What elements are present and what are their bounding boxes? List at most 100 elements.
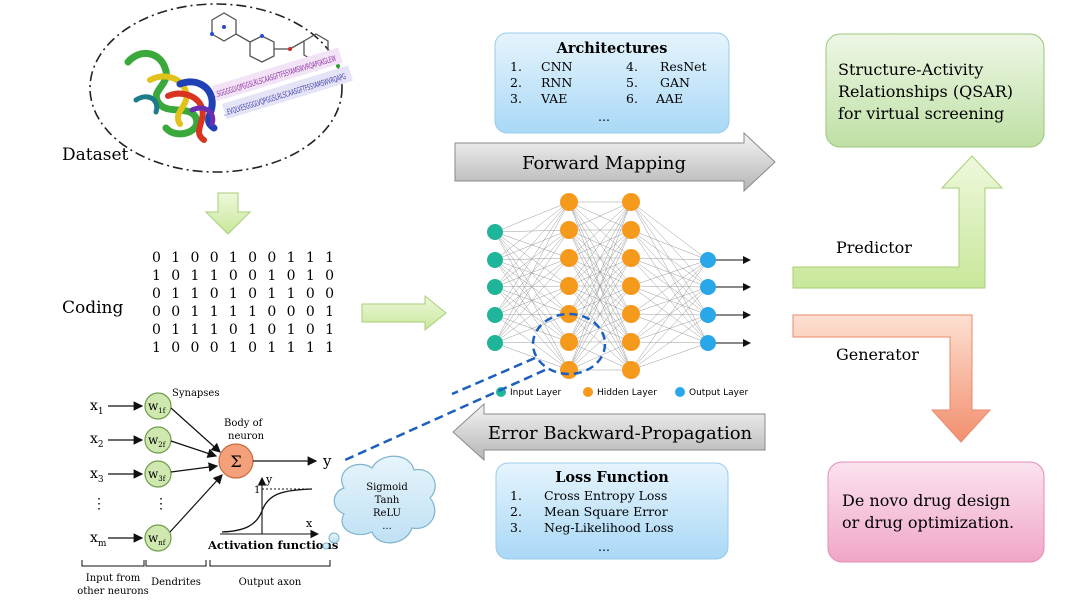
arch-name-5: GAN — [660, 75, 690, 90]
matrix-row-2: 1 0 1 1 0 0 1 0 1 0 — [152, 268, 334, 284]
network-nodes — [487, 193, 716, 379]
input-layer-node — [487, 224, 503, 240]
matrix-row-5: 0 1 1 1 0 1 0 1 0 1 — [152, 322, 334, 338]
network-edge — [568, 257, 632, 371]
network-edge — [568, 229, 632, 371]
loss-function-box: Loss Function 1. Cross Entropy Loss 2. M… — [495, 462, 729, 560]
network-edge — [568, 285, 632, 371]
arch-name-2: RNN — [541, 75, 572, 90]
legend-input-label: Input Layer — [510, 388, 562, 398]
network-edge — [630, 259, 709, 371]
legend-output-dot — [675, 387, 685, 397]
matrix-row-4: 0 0 1 1 1 1 0 0 0 1 — [152, 304, 334, 320]
loss-num-2: 2. — [510, 504, 522, 519]
input-x3: x3 — [90, 466, 104, 485]
cloud-tanh: Tanh — [375, 495, 400, 506]
synapses-label: Synapses — [172, 388, 220, 399]
loss-name-3: Neg-Likelihood Loss — [544, 520, 674, 535]
network-edge — [630, 259, 709, 343]
loss-num-3: 3. — [510, 520, 522, 535]
network-edge — [568, 201, 632, 371]
cloud-more: ... — [382, 521, 392, 532]
graph-one-label: 1 — [254, 485, 260, 496]
network-edge — [494, 201, 570, 261]
network-edge — [630, 259, 709, 315]
cloud-sigmoid: Sigmoid — [366, 482, 408, 493]
arch-more: ... — [598, 109, 610, 124]
graph-x-label: x — [306, 517, 313, 530]
activation-cloud: Sigmoid Tanh ReLU ... — [322, 455, 436, 550]
denovo-box: De novo drug design or drug optimization… — [827, 461, 1045, 563]
denovo-line-1: De novo drug design — [842, 491, 1010, 510]
qsar-line-1: Structure-Activity — [838, 60, 983, 79]
forward-mapping-label: Forward Mapping — [522, 153, 686, 174]
qsar-line-3: for virtual screening — [838, 104, 1004, 123]
network-edge — [494, 201, 570, 316]
hidden1-layer-node — [560, 361, 578, 379]
loss-num-1: 1. — [510, 488, 522, 503]
network-edge — [568, 201, 632, 231]
dataset-label: Dataset — [62, 145, 129, 165]
network-edge — [568, 201, 632, 343]
network-edge — [494, 201, 570, 344]
hidden1-layer-node — [560, 277, 578, 295]
input-x1: x1 — [90, 398, 104, 417]
network-edge — [630, 286, 709, 343]
input-layer-node — [487, 252, 503, 268]
cloud-relu: ReLU — [373, 508, 401, 519]
dataset-to-coding-arrow — [204, 192, 252, 235]
network-edge — [630, 342, 709, 371]
sigmoid-curve — [221, 488, 313, 533]
output-layer-node — [700, 307, 716, 323]
protein-structure-image — [124, 50, 218, 143]
input-layer-node — [487, 307, 503, 323]
network-edge — [630, 229, 709, 288]
activation-functions-label: Activation functions — [207, 538, 338, 552]
weight-w2: w2f — [148, 433, 167, 449]
weight-node-2 — [144, 426, 172, 454]
neural-network: Input Layer Hidden Layer Output Layer — [487, 193, 751, 398]
network-edge — [630, 286, 709, 315]
arch-num-3: 3. — [510, 91, 522, 106]
predictor-label: Predictor — [836, 238, 912, 257]
network-edge — [494, 201, 570, 233]
network-edge — [630, 201, 709, 288]
coding-matrix: 0 1 0 0 1 0 0 1 1 1 1 0 1 1 0 0 1 0 1 0 … — [152, 250, 334, 356]
arch-num-6: 6. — [626, 91, 638, 106]
legend-hidden-dot — [583, 387, 593, 397]
network-edge — [494, 342, 570, 371]
hidden1-layer-node — [560, 221, 578, 239]
matrix-row-6: 1 0 0 0 1 0 1 1 1 1 — [152, 340, 334, 356]
network-edge — [494, 257, 570, 261]
architectures-box: Architectures 1. CNN 2. RNN 3. VAE 4. Re… — [494, 32, 730, 134]
output-axon-label: Output axon — [239, 577, 302, 588]
network-edge — [630, 257, 709, 261]
weight-node-1 — [144, 392, 172, 420]
weight-w3: w3f — [148, 467, 167, 483]
input-xm: xm — [90, 530, 107, 549]
input-dots: ⋮ — [92, 496, 106, 512]
network-edge — [568, 341, 632, 371]
network-edge — [630, 201, 709, 261]
qsar-box: Structure-Activity Relationships (QSAR) … — [825, 33, 1045, 148]
graph-y-label: y — [265, 473, 273, 486]
hidden2-layer-node — [622, 277, 640, 295]
network-edge — [630, 314, 709, 371]
forward-mapping-arrow: Forward Mapping — [454, 131, 776, 193]
network-edge — [630, 259, 709, 287]
output-layer-node — [700, 279, 716, 295]
generator-label: Generator — [836, 345, 919, 364]
arch-num-2: 2. — [510, 75, 522, 90]
input-x2: x2 — [90, 431, 104, 450]
architectures-title: Architectures — [556, 40, 668, 57]
network-edge — [568, 201, 632, 287]
hidden1-layer-node — [560, 333, 578, 351]
weight-wn: wnf — [148, 531, 167, 547]
input-from-label-1: Input from — [86, 573, 141, 584]
matrix-row-1: 0 1 0 0 1 0 0 1 1 1 — [152, 250, 334, 266]
arch-num-4: 4. — [626, 59, 638, 74]
output-layer-node — [700, 252, 716, 268]
network-legend: Input Layer Hidden Layer Output Layer — [496, 387, 749, 398]
arch-num-1: 1. — [510, 59, 522, 74]
